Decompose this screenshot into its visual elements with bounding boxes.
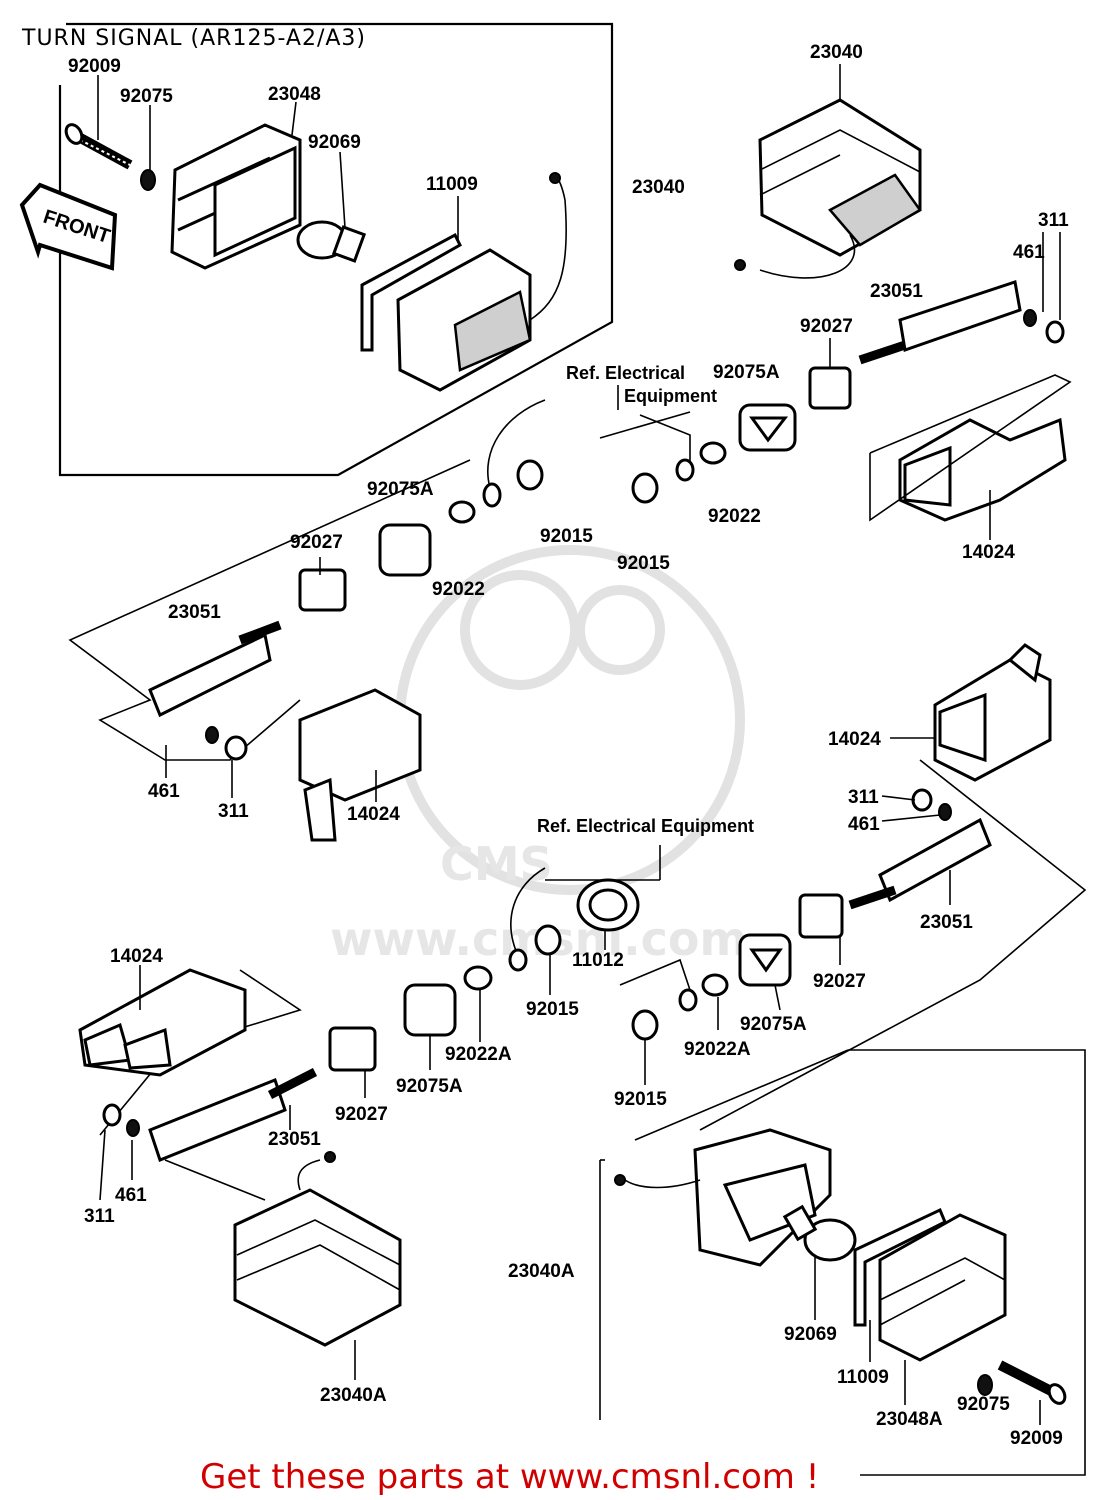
- part-label: 92015: [614, 1089, 667, 1110]
- lamp-body-icon: [734, 98, 922, 279]
- part-label: 92069: [308, 132, 361, 153]
- assembly-top-right: [734, 64, 1072, 540]
- screw-icon: [64, 123, 133, 170]
- part-label: 23048: [268, 84, 321, 105]
- part-label: 11009: [426, 174, 478, 195]
- mount-housing-icon: [898, 417, 1067, 522]
- assembly-top-left: FRONT: [19, 22, 614, 477]
- bulb-icon: [296, 220, 367, 263]
- part-label: 92075A: [713, 362, 780, 383]
- part-label: 14024: [962, 542, 1015, 563]
- bulb-icon: [782, 1204, 857, 1262]
- bracket-icon: [148, 620, 282, 718]
- lens-housing-icon: [878, 1213, 1007, 1362]
- part-label: 461: [1013, 242, 1045, 263]
- screw-icon: [997, 1360, 1067, 1405]
- part-label: 23040A: [320, 1385, 387, 1406]
- part-label: 92075A: [740, 1014, 807, 1035]
- part-label: 311: [218, 801, 249, 822]
- rubber-boot-icon: [576, 878, 640, 932]
- reference-note: Ref. Electrical: [566, 363, 685, 383]
- reference-note: Ref. Electrical Equipment: [537, 816, 754, 836]
- part-label: 92075: [120, 86, 173, 107]
- part-label: 92027: [335, 1104, 388, 1125]
- part-label: 461: [848, 814, 880, 835]
- part-label: 23040: [810, 42, 863, 63]
- part-label: 92015: [526, 999, 579, 1020]
- part-label: 92022A: [445, 1044, 512, 1065]
- part-label: 92027: [800, 316, 853, 337]
- part-label: 92022A: [684, 1039, 751, 1060]
- part-label: 23040A: [508, 1261, 575, 1282]
- part-label: 92075: [957, 1394, 1010, 1415]
- part-label: 461: [148, 781, 180, 802]
- part-label: 311: [84, 1206, 115, 1227]
- diagram-title: TURN SIGNAL (AR125-A2/A3): [21, 26, 366, 51]
- part-label: 23051: [168, 602, 221, 623]
- part-label: 23040: [632, 177, 685, 198]
- part-label: 311: [1038, 210, 1069, 231]
- part-label: 92009: [68, 56, 121, 77]
- mount-housing-icon: [933, 643, 1052, 782]
- part-label: 23051: [920, 912, 973, 933]
- watermark-logo: CMS: [440, 837, 553, 891]
- mount-housing-icon: [78, 968, 247, 1077]
- assembly-middle-left: [68, 399, 727, 842]
- lamp-body-icon: [233, 1151, 402, 1347]
- part-label: 92022: [708, 506, 761, 527]
- part-label: 11009: [837, 1367, 889, 1388]
- part-label: 23048A: [876, 1409, 943, 1430]
- part-label: 14024: [110, 946, 163, 967]
- part-label: 14024: [347, 804, 400, 825]
- part-label: 92015: [540, 526, 593, 547]
- bracket-icon: [148, 1067, 318, 1162]
- part-label: 92022: [432, 579, 485, 600]
- part-label: 92075A: [396, 1076, 463, 1097]
- part-label: 92009: [1010, 1428, 1063, 1449]
- part-label: 23051: [870, 281, 923, 302]
- part-label: 23051: [268, 1129, 321, 1150]
- part-label: 92027: [813, 971, 866, 992]
- mount-housing-icon: [298, 688, 422, 842]
- part-label: 92069: [784, 1324, 837, 1345]
- lamp-body-icon: [614, 1128, 832, 1267]
- part-label: 461: [115, 1185, 147, 1206]
- assembly-lower-left: [78, 965, 402, 1380]
- assembly-lower-right: [599, 1049, 1086, 1476]
- part-label: 14024: [828, 729, 881, 750]
- bracket-icon: [848, 817, 992, 910]
- part-labels: 92009 92075 23048 92069 11009 23040 2304…: [68, 42, 1069, 1449]
- part-label: 92027: [290, 532, 343, 553]
- part-label: 11012: [572, 950, 624, 971]
- part-label: 92075A: [367, 479, 434, 500]
- bracket-icon: [858, 280, 1022, 365]
- assembly-middle-right: [403, 643, 1087, 1131]
- part-label: 311: [848, 787, 879, 808]
- reference-notes: Ref. Electrical Equipment Ref. Electrica…: [537, 363, 754, 836]
- footer-link[interactable]: Get these parts at www.cmsnl.com !: [200, 1457, 819, 1497]
- lamp-body-icon: [396, 172, 568, 392]
- part-label: 92015: [617, 553, 670, 574]
- front-arrow-icon: FRONT: [19, 182, 118, 271]
- lens-housing-icon: [170, 123, 302, 270]
- reference-note: Equipment: [624, 386, 717, 406]
